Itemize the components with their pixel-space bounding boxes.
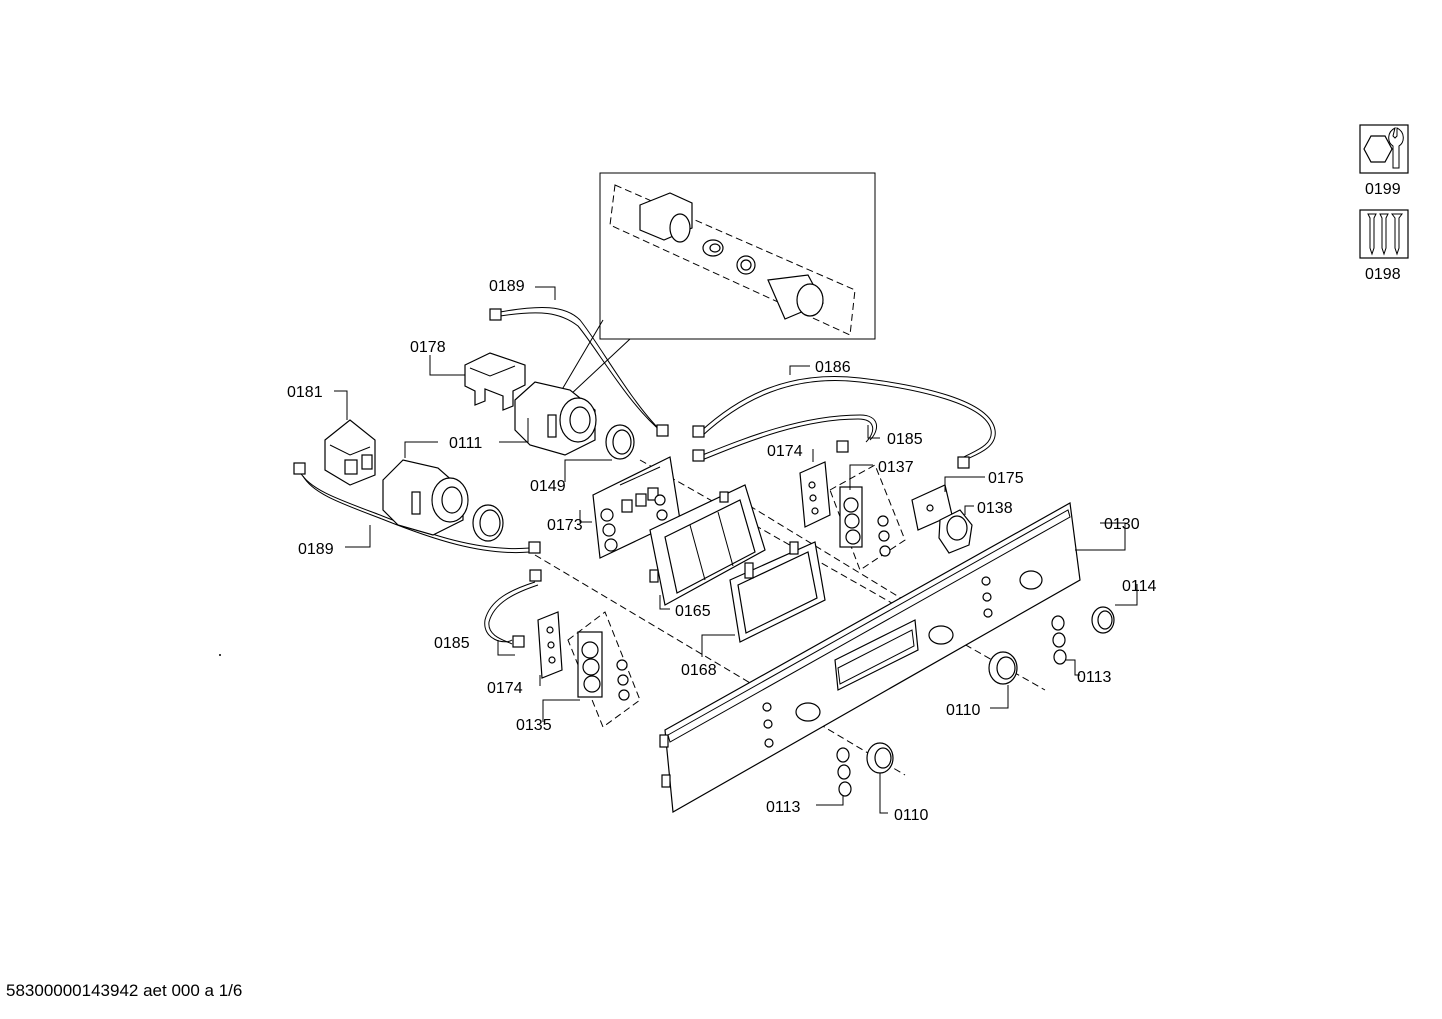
label-0135: 0135: [516, 717, 552, 734]
label-0138: 0138: [977, 500, 1013, 517]
bracket-0178: [464, 352, 526, 411]
label-0178: 0178: [410, 339, 446, 356]
wrench-nut-icon: [1359, 124, 1409, 174]
board-0174-upper: [799, 461, 831, 528]
bracket-0181: [324, 419, 376, 486]
part-labels: 0189 0178 0181 0111 0149 0189 0186 0185 …: [287, 278, 1157, 824]
wires: [293, 306, 996, 648]
knob-ring-0110-lower: [866, 742, 894, 774]
label-0185-upper: 0185: [887, 431, 923, 448]
selector-0111-lower: [382, 459, 469, 536]
label-0175: 0175: [988, 470, 1024, 487]
knob-0138: [938, 509, 973, 554]
buttons-0113-lower: [836, 747, 852, 797]
label-0186: 0186: [815, 359, 851, 376]
label-0185-lower: 0185: [434, 635, 470, 652]
label-0168: 0168: [681, 662, 717, 679]
label-0189-upper: 0189: [489, 278, 525, 295]
label-0174-lower: 0174: [487, 680, 523, 697]
document-footer-code: 58300000143942 aet 000 a 1/6: [6, 981, 243, 1000]
buttons-0113-right: [1051, 615, 1067, 665]
label-0111: 0111: [449, 435, 482, 452]
front-panel-0130: [659, 502, 1081, 813]
label-0130: 0130: [1104, 516, 1140, 533]
label-0137: 0137: [878, 459, 914, 476]
label-0113-right: 0113: [1077, 669, 1112, 686]
buttons-0137: [829, 464, 906, 571]
label-0165: 0165: [675, 603, 711, 620]
screws-icon: [1359, 209, 1409, 259]
label-0174-upper: 0174: [767, 443, 803, 460]
display-frame-0168: [729, 541, 826, 643]
label-0110-lower: 0110: [894, 807, 929, 824]
tool-label-0198: 0198: [1365, 266, 1401, 283]
tool-label-0199: 0199: [1365, 181, 1401, 198]
leader-lines: [334, 286, 1138, 814]
ring-0149: [605, 424, 635, 460]
label-0114: 0114: [1122, 578, 1157, 595]
label-0149: 0149: [530, 478, 566, 495]
label-0189-lower: 0189: [298, 541, 334, 558]
ring-0149-lower: [472, 504, 504, 542]
knob-ring-0110-right: [988, 651, 1018, 685]
label-0110-right: 0110: [946, 702, 981, 719]
selector-0111: [514, 381, 597, 456]
tool-legend: 0199 0198: [1359, 124, 1409, 283]
detail-inset: [559, 172, 876, 396]
label-0173: 0173: [547, 517, 583, 534]
frame-0165: [649, 484, 766, 606]
buttons-0135: [567, 611, 641, 728]
stray-dot: [219, 654, 221, 656]
label-0113-lower: 0113: [766, 799, 801, 816]
ring-0114: [1091, 606, 1115, 634]
board-0174-lower: [537, 611, 563, 679]
label-0181: 0181: [287, 384, 323, 401]
